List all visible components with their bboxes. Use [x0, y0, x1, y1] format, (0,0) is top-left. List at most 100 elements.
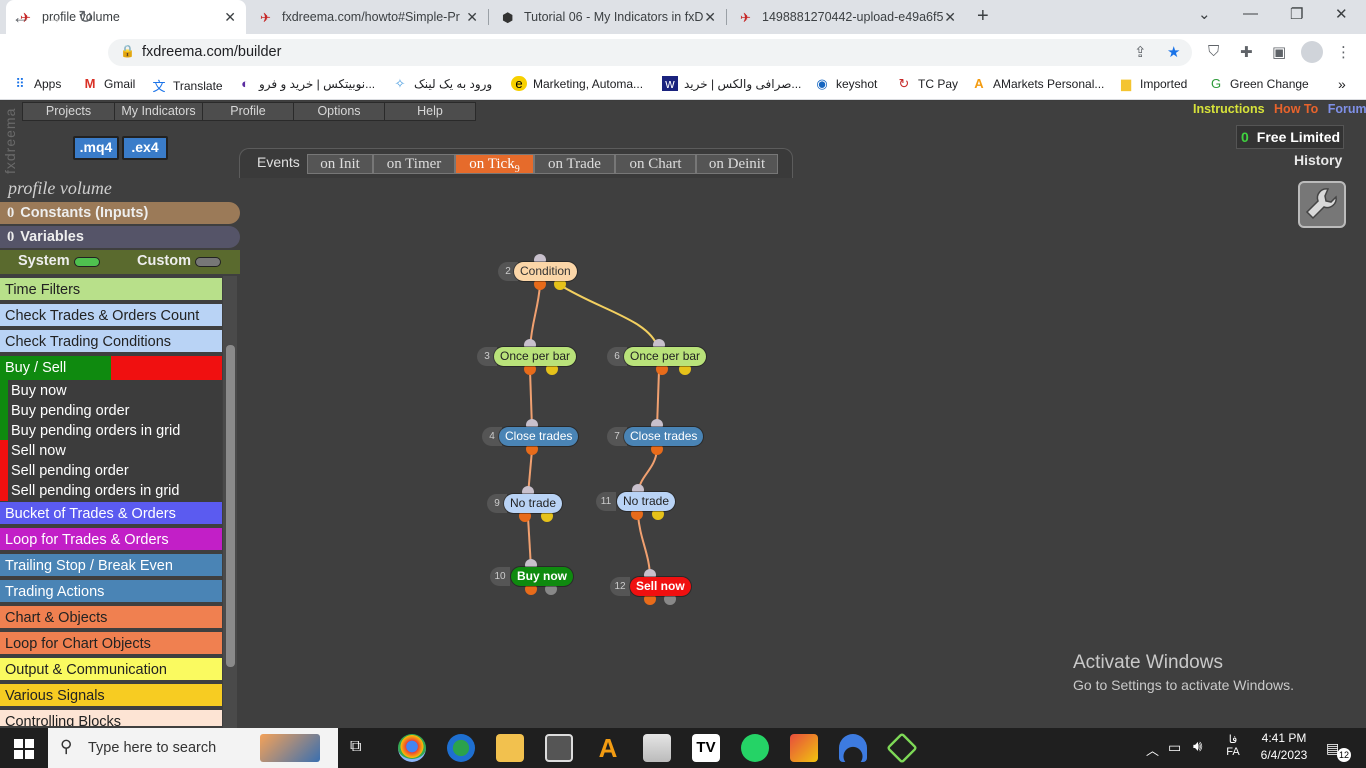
block-sell-pending-orders-grid[interactable]: Sell pending orders in grid: [11, 483, 180, 499]
tradingview-icon[interactable]: TV: [692, 734, 720, 762]
task-view-icon[interactable]: ⧉: [350, 738, 362, 755]
tab-search-chevron-icon[interactable]: ⌄: [1198, 6, 1211, 23]
category-time-filters[interactable]: Time Filters: [0, 278, 222, 302]
taskbar-search-box[interactable]: ⚲ Type here to search: [48, 728, 338, 768]
whatsapp-icon[interactable]: [741, 734, 769, 762]
category-output-communication[interactable]: Output & Communication: [0, 658, 222, 682]
custom-tab[interactable]: Custom: [137, 253, 191, 269]
tab-on-deinit[interactable]: on Deinit: [696, 154, 778, 174]
block-buy-pending-orders-grid[interactable]: Buy pending orders in grid: [11, 423, 181, 439]
howto-link[interactable]: How To: [1274, 102, 1319, 116]
block-no-trade[interactable]: No trade: [617, 492, 676, 511]
input-language[interactable]: فا FA: [1223, 733, 1243, 758]
file-explorer-icon[interactable]: [496, 734, 524, 762]
category-check-trading-conditions[interactable]: Check Trading Conditions: [0, 330, 222, 354]
block-condition[interactable]: Condition: [514, 262, 577, 281]
category-bucket-trades-orders[interactable]: Bucket of Trades & Orders: [0, 502, 222, 526]
tab-tutorial[interactable]: ⬢ Tutorial 06 - My Indicators in fxD ✕: [488, 0, 726, 34]
bookmark-imported[interactable]: ▆Imported: [1118, 76, 1187, 92]
category-various-signals[interactable]: Various Signals: [0, 684, 222, 708]
block-no-trade[interactable]: No trade: [504, 494, 563, 513]
notifications-icon[interactable]: ▤: [1326, 740, 1340, 756]
category-loop-chart-objects[interactable]: Loop for Chart Objects: [0, 632, 222, 656]
profile-avatar[interactable]: [1301, 41, 1323, 63]
store-icon[interactable]: [643, 734, 671, 762]
block-buy-now[interactable]: Buy now: [511, 567, 573, 586]
tab-on-init[interactable]: on Init: [307, 154, 373, 174]
block-sell-now[interactable]: Sell now: [11, 443, 66, 459]
bookmark-keyshot[interactable]: ◉keyshot: [814, 76, 877, 92]
bookmarks-overflow-icon[interactable]: »: [1338, 76, 1346, 92]
shield-extension-icon[interactable]: ⛉: [1208, 43, 1220, 60]
restore-icon[interactable]: ❐: [1290, 6, 1304, 23]
tab-howto[interactable]: ✈ fxdreema.com/howto#Simple-Pr ✕: [246, 0, 488, 34]
new-tab-plus-icon[interactable]: +: [977, 5, 989, 27]
more-menu-icon[interactable]: ⋮: [1336, 44, 1351, 61]
calculator-icon[interactable]: [545, 734, 573, 762]
address-bar[interactable]: 🔒 fxdreema.com/builder: [108, 39, 1192, 66]
tab-on-trade[interactable]: on Trade: [534, 154, 615, 174]
block-buy-now[interactable]: Buy now: [11, 383, 67, 399]
export-ex4-button[interactable]: .ex4: [122, 136, 168, 160]
history-link[interactable]: History: [1294, 152, 1343, 168]
block-once-per-bar[interactable]: Once per bar: [624, 347, 707, 366]
block-once-per-bar[interactable]: Once per bar: [494, 347, 577, 366]
vpn-icon[interactable]: [839, 734, 867, 762]
block-sell-pending-order[interactable]: Sell pending order: [11, 463, 129, 479]
menu-help[interactable]: Help: [384, 102, 476, 121]
category-trading-actions[interactable]: Trading Actions: [0, 580, 222, 604]
sidebar-panel-icon[interactable]: ▣: [1272, 44, 1287, 61]
globe-app-taskbar-icon[interactable]: [447, 734, 475, 762]
close-icon[interactable]: ✕: [944, 9, 956, 25]
category-loop-trades-orders[interactable]: Loop for Trades & Orders: [0, 528, 222, 552]
wrench-tools-icon[interactable]: [1298, 181, 1346, 228]
forum-link[interactable]: Forum: [1327, 102, 1366, 116]
metatrader-icon[interactable]: [790, 734, 818, 762]
category-chart-objects[interactable]: Chart & Objects: [0, 606, 222, 630]
sidebar-scrollbar-thumb[interactable]: [226, 345, 235, 667]
tab-on-tick[interactable]: on Tick9: [455, 154, 534, 175]
tab-profile-volume[interactable]: ✈ profile volume ✕: [6, 0, 246, 34]
close-icon[interactable]: ✕: [466, 9, 478, 25]
bookmark-nobitex[interactable]: ◐نوبیتکس | خرید و فرو...: [237, 76, 375, 91]
custom-toggle[interactable]: [195, 257, 221, 267]
minimize-icon[interactable]: —: [1243, 5, 1258, 22]
network-icon[interactable]: ▭: [1168, 739, 1182, 755]
block-close-trades[interactable]: Close trades: [624, 427, 704, 446]
menu-profile[interactable]: Profile: [202, 102, 294, 121]
tab-on-timer[interactable]: on Timer: [373, 154, 455, 174]
bookmark-apps[interactable]: ⠿Apps: [12, 76, 61, 92]
window-close-icon[interactable]: ✕: [1335, 6, 1348, 23]
category-buy-sell[interactable]: Buy / Sell: [0, 356, 222, 380]
volume-icon[interactable]: 🔊︎: [1193, 738, 1203, 755]
share-icon[interactable]: ⇪: [1134, 44, 1147, 61]
bookmark-star-icon[interactable]: ★: [1167, 44, 1181, 61]
bookmark-link[interactable]: ✧ورود به یک لینک: [392, 76, 493, 92]
clock[interactable]: 4:41 PM 6/4/2023: [1254, 731, 1314, 762]
category-controlling-blocks[interactable]: Controlling Blocks: [0, 710, 222, 728]
system-toggle[interactable]: [74, 257, 100, 267]
block-sell-now[interactable]: Sell now: [630, 577, 691, 596]
instructions-link[interactable]: Instructions: [1193, 102, 1265, 116]
reload-icon[interactable]: ↻: [78, 7, 94, 27]
tab-on-chart[interactable]: on Chart: [615, 154, 696, 174]
export-mq4-button[interactable]: .mq4: [73, 136, 119, 160]
menu-options[interactable]: Options: [293, 102, 385, 121]
amarkets-taskbar-icon[interactable]: A: [598, 733, 618, 763]
back-arrow-icon[interactable]: ←: [12, 7, 30, 27]
close-icon[interactable]: ✕: [224, 9, 236, 25]
menu-projects[interactable]: Projects: [22, 102, 115, 121]
tray-chevron-icon[interactable]: ︿: [1146, 743, 1160, 758]
block-close-trades[interactable]: Close trades: [499, 427, 579, 446]
extensions-puzzle-icon[interactable]: ✚: [1240, 44, 1253, 61]
menu-my-indicators[interactable]: My Indicators: [114, 102, 203, 121]
close-icon[interactable]: ✕: [704, 9, 716, 25]
